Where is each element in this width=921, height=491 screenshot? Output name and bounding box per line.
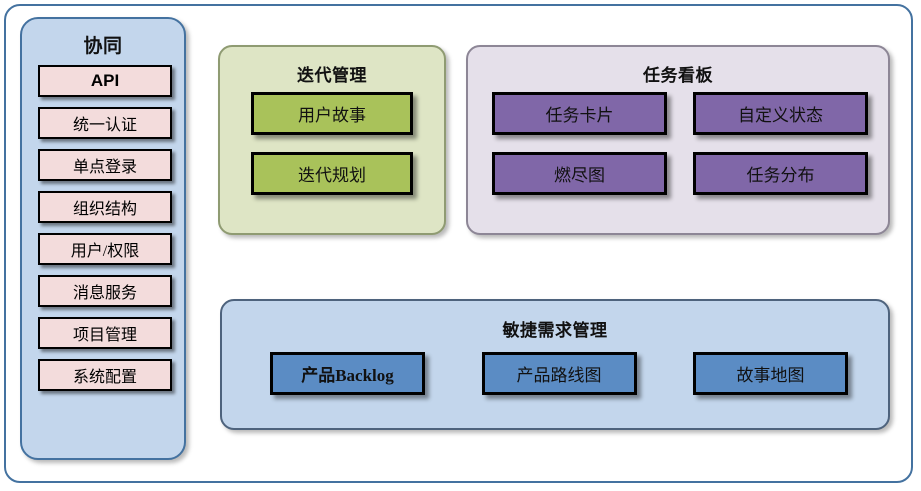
collaboration-item-list: API 统一认证 单点登录 组织结构 用户/权限 消息服务 项目管理 系统配置: [38, 65, 172, 401]
sidebar-item-label: 单点登录: [72, 159, 137, 176]
task-board-item-task-card[interactable]: 任务卡片: [492, 92, 667, 135]
sidebar-item-label: 项目管理: [72, 327, 137, 344]
sidebar-item-org-structure[interactable]: 组织结构: [38, 191, 172, 223]
sidebar-item-user-permission[interactable]: 用户/权限: [38, 233, 172, 265]
task-board-item-label: 燃尽图: [554, 166, 605, 185]
iteration-item-user-story[interactable]: 用户故事: [251, 92, 413, 135]
sidebar-item-label: 统一认证: [72, 117, 137, 134]
sidebar-item-message-service[interactable]: 消息服务: [38, 275, 172, 307]
iteration-item-label: 用户故事: [298, 106, 366, 125]
sidebar-item-single-sign-on[interactable]: 单点登录: [38, 149, 172, 181]
iteration-management-panel[interactable]: 迭代管理 用户故事 迭代规划: [218, 45, 446, 235]
task-board-item-label: 任务分布: [746, 166, 815, 185]
iteration-management-panel-title: 迭代管理: [297, 66, 367, 85]
sidebar-item-label: 用户/权限: [70, 243, 140, 260]
collaboration-panel-title: 协同: [83, 36, 123, 57]
agile-requirement-panel-title: 敏捷需求管理: [502, 321, 608, 340]
sidebar-item-label: API: [90, 71, 120, 90]
task-board-item-burndown-chart[interactable]: 燃尽图: [492, 152, 667, 195]
sidebar-item-unified-auth[interactable]: 统一认证: [38, 107, 172, 139]
agile-requirement-item-list: 产品Backlog 产品路线图 故事地图: [270, 352, 848, 395]
task-board-item-task-distribution[interactable]: 任务分布: [693, 152, 868, 195]
task-board-item-label: 任务卡片: [545, 106, 614, 125]
task-board-panel-title: 任务看板: [643, 66, 713, 85]
iteration-item-label: 迭代规划: [298, 166, 366, 185]
sidebar-item-label: 消息服务: [72, 285, 137, 302]
agile-item-label: 产品路线图: [516, 366, 602, 385]
iteration-item-list: 用户故事 迭代规划: [251, 92, 413, 212]
task-board-item-label: 自定义状态: [738, 106, 823, 125]
agile-item-story-map[interactable]: 故事地图: [693, 352, 848, 395]
sidebar-item-project-management[interactable]: 项目管理: [38, 317, 172, 349]
agile-item-label: 产品Backlog: [301, 366, 394, 385]
agile-item-product-roadmap[interactable]: 产品路线图: [481, 352, 637, 395]
task-board-panel[interactable]: 任务看板 任务卡片 自定义状态 燃尽图 任务分布: [466, 45, 890, 235]
iteration-item-sprint-planning[interactable]: 迭代规划: [251, 152, 413, 195]
collaboration-panel[interactable]: 协同 API 统一认证 单点登录 组织结构 用户/权限 消息服务 项目管理: [20, 17, 186, 460]
task-board-item-custom-status[interactable]: 自定义状态: [693, 92, 868, 135]
task-board-item-grid: 任务卡片 自定义状态 燃尽图 任务分布: [492, 92, 868, 212]
sidebar-item-api[interactable]: API: [38, 65, 172, 97]
sidebar-item-system-config[interactable]: 系统配置: [38, 359, 172, 391]
agile-requirement-panel[interactable]: 敏捷需求管理 产品Backlog 产品路线图 故事地图: [220, 299, 890, 430]
sidebar-item-label: 组织结构: [72, 201, 137, 218]
agile-item-product-backlog[interactable]: 产品Backlog: [270, 352, 425, 395]
sidebar-item-label: 系统配置: [72, 369, 137, 386]
agile-item-label: 故事地图: [736, 366, 805, 385]
